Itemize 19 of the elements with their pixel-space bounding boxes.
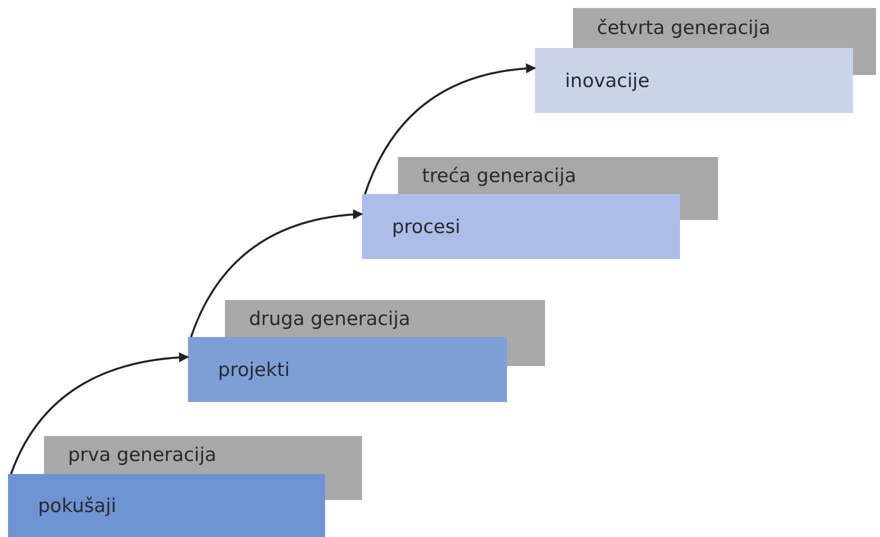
curved-arrow xyxy=(10,352,189,474)
generation-label: četvrta generacija xyxy=(597,17,770,39)
generation-label: druga generacija xyxy=(249,308,410,330)
stage-label: inovacije xyxy=(565,70,650,92)
generation-label: treća generacija xyxy=(422,164,576,186)
curved-arrow xyxy=(190,210,363,338)
generation-label: prva generacija xyxy=(68,444,216,466)
stage-label: pokušaji xyxy=(38,494,116,516)
generation-box xyxy=(225,300,545,337)
generation-box xyxy=(44,436,362,474)
stage-label: projekti xyxy=(218,358,290,380)
curved-arrow xyxy=(364,64,536,194)
stage-box xyxy=(362,194,680,259)
generation-box xyxy=(398,157,718,194)
stage-label: procesi xyxy=(392,216,460,238)
generation-box xyxy=(573,8,876,48)
stage-box xyxy=(8,474,325,537)
stage-box xyxy=(188,337,507,402)
stage-box xyxy=(535,48,853,113)
